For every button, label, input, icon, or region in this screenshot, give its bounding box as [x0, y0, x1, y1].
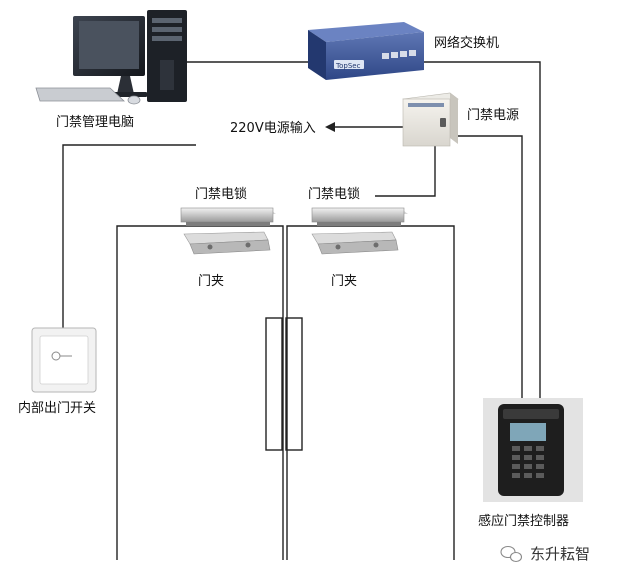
network-switch-icon: TopSec [308, 22, 424, 80]
exit-button-icon [31, 327, 97, 393]
magnetic-lock-bar-left [265, 317, 283, 451]
electric-lock-right-icon [311, 207, 408, 226]
wire-exit-button [62, 144, 196, 330]
wire-power-lock [375, 145, 436, 197]
wechat-icon [500, 545, 523, 563]
wiring [62, 61, 541, 398]
label-power-input: 220V电源输入 [230, 120, 316, 136]
electric-lock-left-icon [180, 207, 276, 226]
door-clamp-left-icon [183, 231, 271, 255]
right-door-frame [286, 225, 455, 560]
wire-power-controller [446, 135, 523, 398]
card-reader-controller-icon [483, 398, 583, 502]
label-lock-left: 门禁电锁 [195, 186, 247, 202]
pc-computer-icon [35, 10, 187, 105]
label-clamp-left: 门夹 [198, 274, 224, 289]
label-switch: 网络交换机 [434, 35, 499, 51]
double-door [116, 225, 455, 560]
label-lock-right: 门禁电锁 [308, 186, 360, 202]
label-power-supply: 门禁电源 [467, 108, 519, 123]
door-clamp-right-icon [311, 231, 399, 255]
switch-brand-text: TopSec [335, 62, 361, 70]
label-pc: 门禁管理电脑 [56, 115, 134, 130]
label-clamp-right: 门夹 [331, 274, 357, 289]
label-controller: 感应门禁控制器 [478, 513, 569, 529]
watermark-text: 东升耘智 [530, 545, 590, 563]
arrowhead-220v [325, 122, 335, 132]
watermark: 东升耘智 [500, 545, 590, 563]
power-supply-box-icon [402, 92, 459, 147]
magnetic-lock-bar-right [285, 317, 303, 451]
label-exit-button: 内部出门开关 [18, 400, 96, 416]
wire-switch-controller [422, 61, 541, 398]
